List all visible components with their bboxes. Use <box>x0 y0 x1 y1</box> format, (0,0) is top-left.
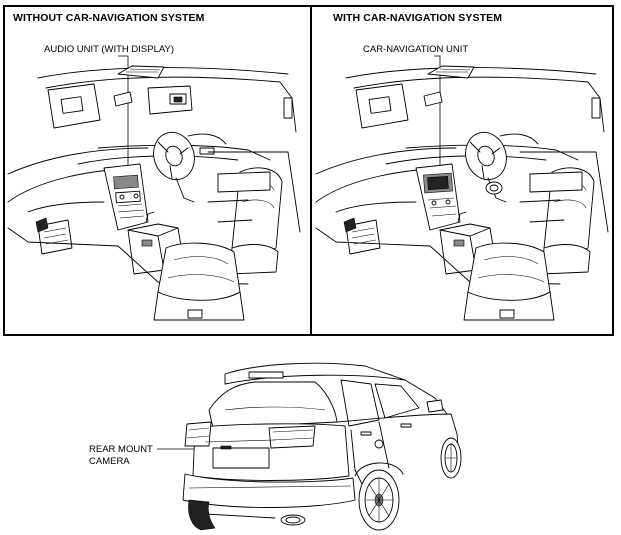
vehicle-interior-icon <box>315 55 609 321</box>
right-panel-heading: WITH CAR-NAVIGATION SYSTEM <box>333 12 503 24</box>
right-interior-illustration <box>315 55 609 321</box>
left-interior-illustration <box>7 55 301 321</box>
rear-camera-callout-line1: REAR MOUNT <box>89 444 153 455</box>
rear-camera-callout-line2: CAMERA <box>89 456 130 467</box>
diagram-frame <box>3 5 614 336</box>
car-navigation-unit-callout: CAR-NAVIGATION UNIT <box>363 44 469 55</box>
vehicle-rear-icon <box>157 362 462 531</box>
vehicle-interior-icon <box>7 55 301 321</box>
left-panel-heading: WITHOUT CAR-NAVIGATION SYSTEM <box>13 12 205 24</box>
panel-divider <box>310 7 312 334</box>
rear-vehicle-illustration <box>157 362 462 531</box>
audio-unit-callout: AUDIO UNIT (WITH DISPLAY) <box>44 44 175 55</box>
